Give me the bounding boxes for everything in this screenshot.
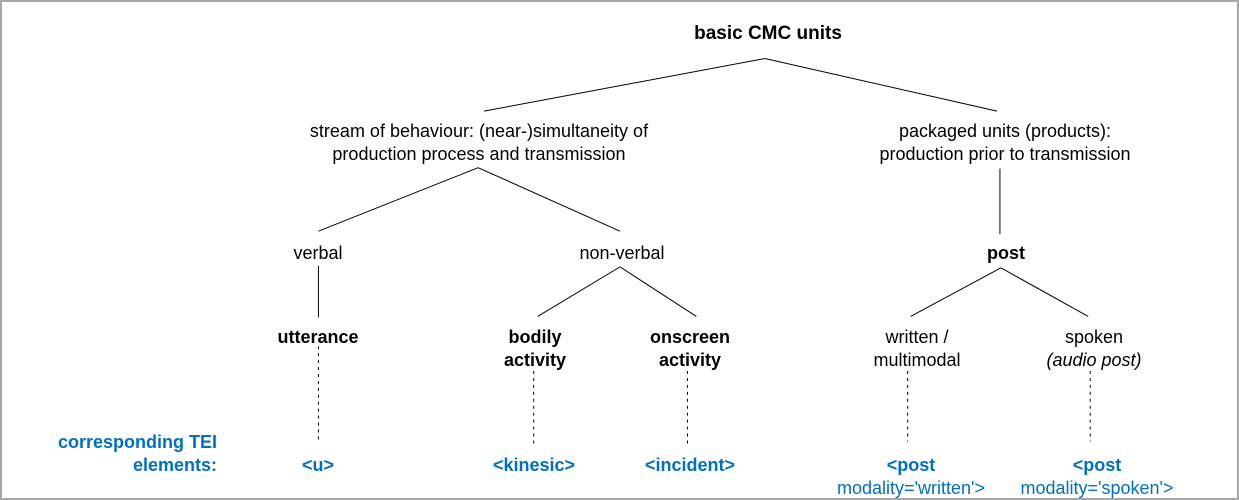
caption-line2: elements: [132,455,217,475]
tei-element-post-written: <post modality='written'> [837,454,985,498]
edge-post-written [910,267,1002,317]
edge-stream-nonverbal [477,167,621,232]
node-verbal: verbal [293,243,343,263]
node-onscreen-line2: activity [658,350,722,370]
tei-post-spoken-line1: <post [1072,455,1122,475]
node-stream-line1: stream of behaviour: (near-)simultaneity… [309,121,649,141]
caption-line1: corresponding TEI [57,432,217,452]
node-post: post [987,243,1025,263]
node-packaged-units: packaged units (products): production pr… [879,120,1130,166]
node-spoken-line2: (audio post) [1046,350,1142,370]
node-written-line1: written / [885,327,949,347]
node-packaged-line2: production prior to transmission [879,144,1131,164]
node-written-multimodal: written / multimodal [873,326,960,372]
edge-stream-verbal [318,167,479,232]
node-stream-of-behaviour: stream of behaviour: (near-)simultaneity… [310,120,648,166]
edge-root-packaged [764,58,998,112]
tei-element-incident: <incident> [644,455,736,475]
node-stream-line2: production process and transmission [332,144,626,164]
node-onscreen-line1: onscreen [649,327,731,347]
edge-nonverbal-onscreen [619,266,697,317]
tei-post-written-line2: modality='written'> [837,478,985,498]
node-written-line2: multimodal [873,350,961,370]
tei-element-u: <u> [301,455,335,475]
node-non-verbal: non-verbal [579,243,665,263]
tei-element-post-spoken: <post modality='spoken'> [1020,454,1174,498]
tei-element-kinesic: <kinesic> [492,455,576,475]
edge-nonverbal-bodily [537,266,621,317]
node-spoken-line1: spoken [1064,327,1124,347]
node-utterance: utterance [277,327,359,347]
tei-post-spoken-line2: modality='spoken'> [1020,478,1174,498]
node-bodily-line2: activity [503,350,567,370]
tei-post-written-line1: <post [886,455,936,475]
node-packaged-line1: packaged units (products): [898,121,1112,141]
node-onscreen-activity: onscreen activity [650,326,730,372]
edge-post-spoken [1000,267,1089,317]
corresponding-tei-caption: corresponding TEI elements: [58,431,217,477]
node-basic-cmc-units: basic CMC units [694,23,842,44]
node-bodily-line1: bodily [508,327,562,347]
edge-root-stream [484,58,765,112]
node-spoken-audio-post: spoken (audio post) [1046,326,1141,372]
node-bodily-activity: bodily activity [504,326,566,372]
